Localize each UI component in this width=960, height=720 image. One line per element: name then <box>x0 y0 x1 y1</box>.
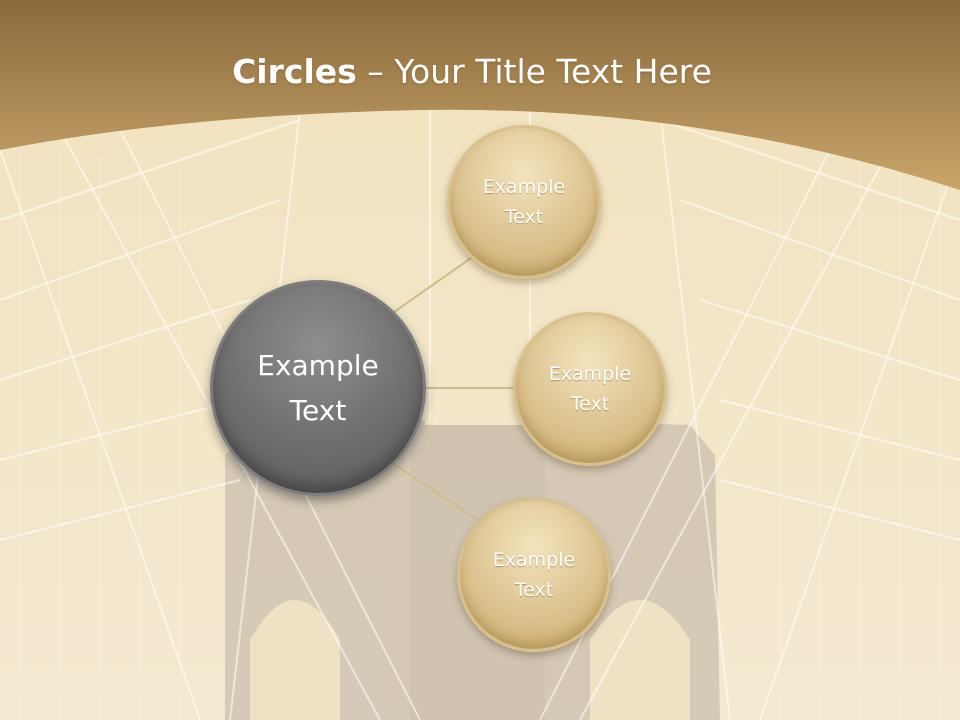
satellite-circle-1: Example Text <box>447 125 601 279</box>
satellite-circle-3: Example Text <box>457 498 611 652</box>
center-circle: Example Text <box>210 280 426 496</box>
satellite-circle-2-label: Example Text <box>548 363 632 415</box>
center-circle-label: Example Text <box>257 349 379 427</box>
connector-lines <box>393 255 516 521</box>
title-bold: Circles <box>232 52 357 91</box>
title-rest: – Your Title Text Here <box>356 52 712 91</box>
satellite-circle-1-label: Example Text <box>482 176 566 228</box>
satellite-circle-3-label: Example Text <box>492 549 576 601</box>
satellite-circle-2: Example Text <box>513 312 667 466</box>
slide-title: Circles – Your Title Text Here <box>0 52 944 91</box>
header-band <box>0 0 960 190</box>
